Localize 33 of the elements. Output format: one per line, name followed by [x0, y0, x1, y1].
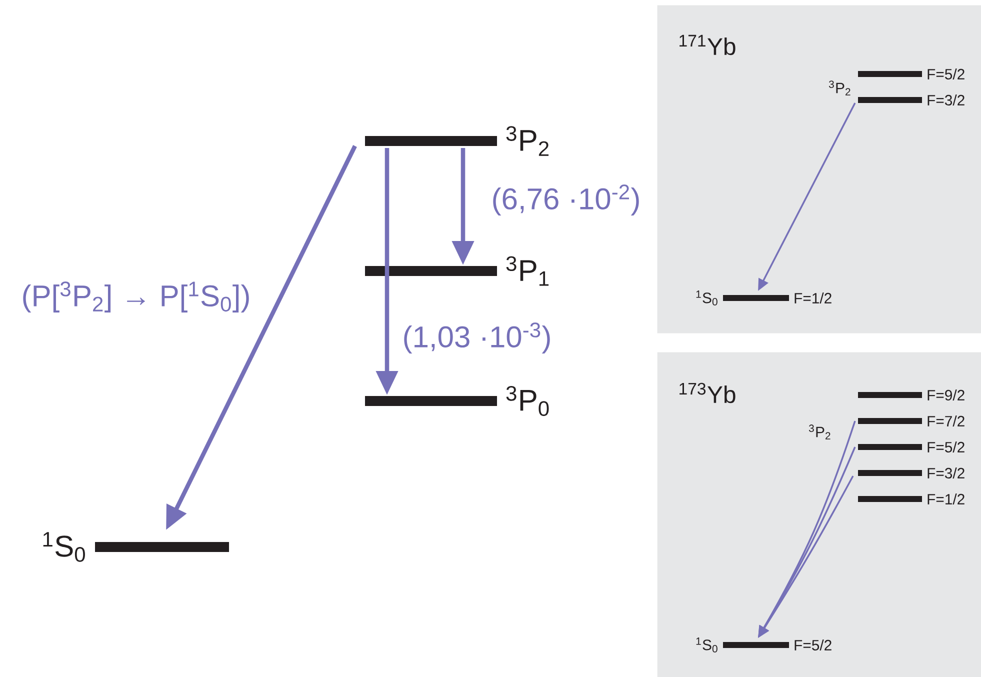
energy-level: F=7/2: [858, 416, 964, 426]
energy-level: F=9/2: [858, 390, 964, 400]
edge-label: (1,03 ·10$^{-3}$): [404, 322, 550, 354]
energy-level: $^{1}$S$_{0}$ F=1/2: [696, 290, 832, 306]
energy-level: F=3/2: [858, 94, 964, 106]
energy-level: $^{1}$S$_{0}$: [43, 532, 229, 562]
energy-level: F=1/2: [858, 494, 964, 504]
edge-label: (P[$^{3}$P$_{2}$] → P[$^{1}$S$_{0}$]): [23, 282, 249, 312]
energy-level: F=5/2: [858, 442, 964, 452]
node-label: F=9/2: [928, 390, 964, 400]
edge-label: (6,76 ·10$^{-2}$): [493, 184, 639, 216]
node-label: $^{3}$P$_{2}$: [506, 126, 549, 156]
node-label: F=5/2: [928, 442, 964, 452]
node-label: $^{1}$S$_{0}$: [696, 638, 718, 652]
node-label: $^{1}$S$_{0}$: [43, 532, 85, 562]
energy-level: $^{3}$P$_{2}$: [365, 126, 549, 156]
node-label: F=7/2: [928, 416, 964, 426]
node-label: $^{3}$P$_{0}$: [506, 386, 549, 416]
energy-level: F=5/2: [858, 68, 964, 80]
node-label: F=5/2: [928, 68, 964, 80]
energy-level: $^{1}$S$_{0}$ F=5/2: [696, 638, 832, 652]
node-label: F=3/2: [928, 94, 964, 106]
energy-level: F=3/2: [858, 468, 964, 478]
energy-level: $^{3}$P$_{1}$: [365, 256, 549, 286]
node-label: $^{3}$P$_{1}$: [506, 256, 549, 286]
node-label: F=1/2: [928, 494, 964, 504]
energy-level: $^{3}$P$_{0}$: [365, 386, 549, 416]
node-label: F=1/2: [794, 292, 832, 304]
level-label: $^{3}$P$_{2}$: [828, 80, 850, 96]
node-label: F=3/2: [928, 468, 964, 478]
level-label: $^{3}$P$_{2}$: [808, 424, 830, 440]
node-label: $^{1}$S$_{0}$: [696, 290, 718, 306]
node-label: F=5/2: [794, 640, 832, 650]
